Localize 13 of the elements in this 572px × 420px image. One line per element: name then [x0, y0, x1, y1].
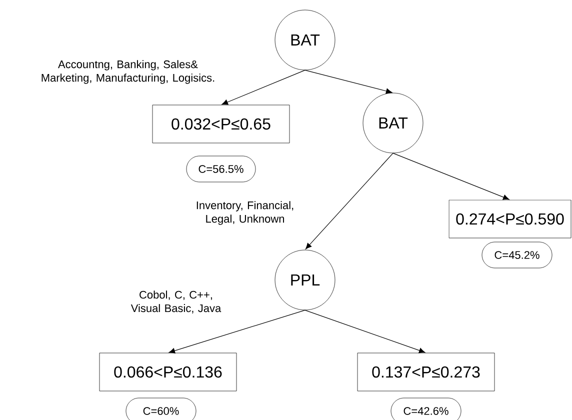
probability-box: 0.274<P≤0.590	[448, 200, 572, 238]
arrow	[304, 310, 426, 354]
arrow	[304, 70, 392, 94]
arrow	[305, 152, 394, 250]
probability-box: 0.137<P≤0.273	[357, 352, 495, 392]
edge-label: Accountng, Banking, Sales& Marketing, Manufacturing, Logisics.	[42, 60, 214, 84]
arrow	[222, 70, 306, 105]
edge-label: Inventory, Financial, Legal, Unknown	[196, 201, 294, 225]
probability-box: 0.066<P≤0.136	[99, 352, 237, 392]
arrow	[392, 152, 510, 200]
probability-box: 0.032<P≤0.65	[152, 104, 290, 144]
arrow	[168, 310, 306, 354]
edge-label: Cobol, C, C++, Visual Basic, Java	[130, 290, 222, 314]
